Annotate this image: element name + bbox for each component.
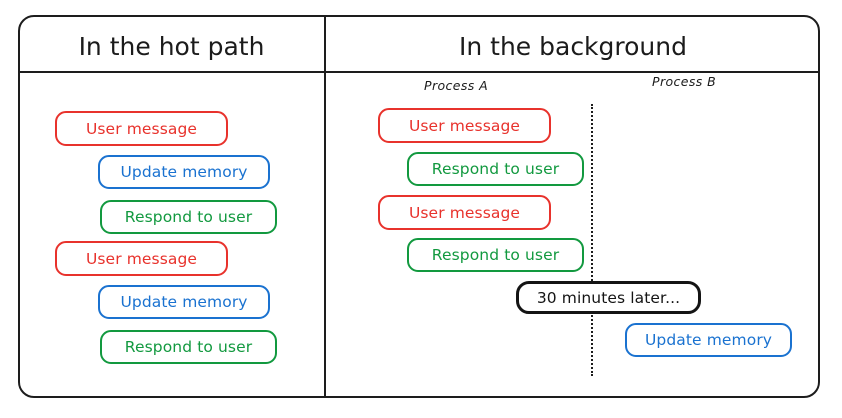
node-label: Respond to user — [431, 160, 560, 178]
node-label: Update memory — [120, 163, 248, 181]
node-label: User message — [408, 203, 521, 222]
node-background-6: Update memory — [625, 323, 792, 357]
node-hot-path-4: User message — [55, 241, 228, 276]
node-label: Respond to user — [431, 246, 560, 264]
node-label: Update memory — [644, 331, 773, 349]
node-background-5: 30 minutes later... — [516, 281, 701, 314]
header-divider-rule — [19, 71, 820, 73]
node-background-1: User message — [378, 108, 551, 143]
node-hot-path-3: Respond to user — [100, 200, 277, 234]
node-label: Update memory — [120, 293, 248, 311]
node-label: User message — [85, 119, 198, 138]
node-background-2: Respond to user — [407, 152, 584, 186]
node-background-3: User message — [378, 195, 551, 230]
node-label: 30 minutes later... — [536, 288, 681, 307]
node-label: User message — [85, 249, 198, 268]
panel-divider-rule — [324, 16, 326, 397]
process-b-label: Process B — [652, 74, 717, 89]
node-label: Respond to user — [124, 208, 253, 226]
panel-title-background: In the background — [458, 32, 687, 61]
node-background-4: Respond to user — [407, 238, 584, 272]
node-label: Respond to user — [124, 338, 253, 356]
node-hot-path-5: Update memory — [98, 285, 270, 319]
process-a-label: Process A — [424, 78, 489, 93]
node-hot-path-6: Respond to user — [100, 330, 277, 364]
node-hot-path-1: User message — [55, 111, 228, 146]
node-hot-path-2: Update memory — [98, 155, 270, 189]
panel-title-hot-path: In the hot path — [78, 32, 265, 61]
diagram-outer-frame — [18, 15, 820, 398]
process-dotted-divider — [591, 104, 593, 376]
node-label: User message — [408, 116, 521, 135]
